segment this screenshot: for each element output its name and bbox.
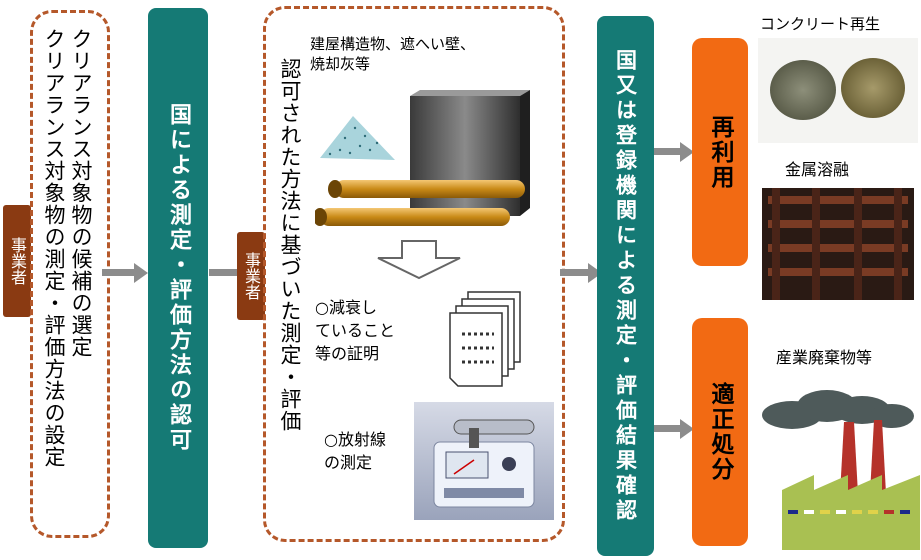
step4-confirmation-box: 国又は登録機関による測定・評価結果確認 [597, 16, 654, 556]
industrial-waste-label: 産業廃棄物等 [776, 348, 873, 367]
concrete-photo [758, 38, 918, 143]
disposal-label: 適正処分 [707, 382, 733, 482]
step2-approval-box: 国による測定・評価方法の認可 [148, 8, 208, 548]
step4-label: 国又は登録機関による測定・評価結果確認 [613, 48, 638, 524]
operator-tag-middle: 事業者 [237, 232, 265, 320]
operator-tag-left: 事業者 [3, 205, 31, 317]
disposal-box: 適正処分 [692, 318, 748, 546]
step2-label: 国による測定・評価方法の認可 [166, 103, 191, 453]
flow-arrow-3 [560, 263, 602, 283]
hollow-down-arrow [377, 240, 461, 280]
metal-melting-label: 金属溶融 [785, 160, 850, 179]
materials-illustration [315, 90, 530, 226]
metal-photo [762, 188, 914, 300]
reuse-label: 再利用 [707, 114, 733, 190]
decay-proof-label: ○減衰し ていること 等の証明 [315, 298, 396, 363]
flow-arrow-1 [102, 263, 148, 283]
concrete-recycling-label: コンクリート再生 [760, 15, 881, 33]
reuse-box: 再利用 [692, 38, 748, 266]
radiation-measure-label: ○放射線 の測定 [324, 430, 386, 472]
materials-label: 建屋構造物、遮へい壁、 焼却灰等 [310, 35, 476, 73]
document-stack-icon [449, 291, 521, 387]
step3-title: 認可された方法に基づいた測定・評価 [278, 58, 302, 432]
factory-illustration [762, 390, 920, 550]
step1-text-line1: クリアランス対象物の候補の選定 [69, 28, 93, 358]
operator-tag-label: 事業者 [8, 237, 27, 285]
operator-tag-label: 事業者 [242, 252, 261, 300]
arrow-to-disposal [654, 419, 694, 439]
step1-text-line2: クリアランス対象物の測定・評価方法の設定 [42, 28, 66, 468]
survey-meter-photo [414, 402, 554, 520]
arrow-to-reuse [654, 142, 694, 162]
